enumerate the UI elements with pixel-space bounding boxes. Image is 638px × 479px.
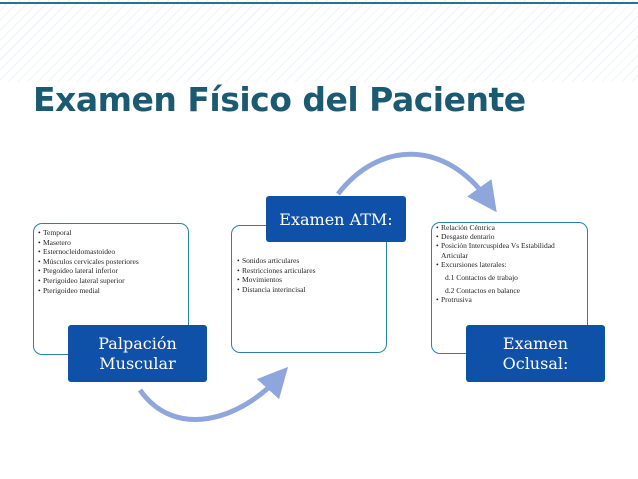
list-item: Masetero bbox=[38, 238, 184, 248]
arrow-bottom-curve bbox=[137, 366, 289, 422]
list-item: Temporal bbox=[38, 228, 184, 238]
list-item: Relación Céntrica bbox=[436, 223, 583, 232]
slide-title: Examen Físico del Paciente bbox=[33, 80, 526, 119]
palpacion-list: Temporal Masetero Esternocleidomastoideo… bbox=[38, 228, 184, 295]
list-item: Protrusiva bbox=[436, 295, 583, 304]
arrow-top-curve bbox=[336, 151, 497, 213]
palpacion-label-line2: Muscular bbox=[99, 353, 176, 373]
list-item: Pterigoideo medial bbox=[38, 286, 184, 296]
list-item: Excursiones laterales: bbox=[436, 260, 583, 269]
list-item: Sonidos articulares bbox=[237, 256, 381, 266]
list-item: Pterigoideo lateral superior bbox=[38, 276, 184, 286]
list-item: Músculos cervicales posteriores bbox=[38, 257, 184, 267]
list-item: Esternocleidomastoideo bbox=[38, 247, 184, 257]
sub-list-item: d.2 Contactos en balance bbox=[445, 286, 520, 296]
palpacion-label: Palpación Muscular bbox=[68, 325, 207, 382]
list-item: Restricciones articulares bbox=[237, 266, 381, 276]
atm-box: Sonidos articulares Restricciones articu… bbox=[231, 225, 387, 353]
atm-label: Examen ATM: bbox=[266, 196, 406, 242]
palpacion-label-line1: Palpación bbox=[98, 333, 177, 353]
oclusal-list: Relación Céntrica Desgaste dentario Posi… bbox=[436, 223, 583, 305]
oclusal-label-line1: Examen bbox=[502, 333, 569, 353]
oclusal-label: Examen Oclusal: bbox=[466, 325, 605, 382]
list-item: Desgaste dentario bbox=[436, 232, 583, 241]
header-rule bbox=[0, 2, 638, 4]
list-item: Posición Intercuspidea Vs Estabilidad Ar… bbox=[436, 241, 583, 259]
sub-list-item: d.1 Contactos de trabajo bbox=[445, 273, 518, 283]
list-item: Ptegoideo lateral inferior bbox=[38, 266, 184, 276]
list-item: Movimientos bbox=[237, 275, 381, 285]
atm-list: Sonidos articulares Restricciones articu… bbox=[237, 256, 381, 294]
header-texture bbox=[0, 0, 638, 82]
oclusal-label-line2: Oclusal: bbox=[502, 353, 569, 373]
list-item: Distancia interincisal bbox=[237, 285, 381, 295]
